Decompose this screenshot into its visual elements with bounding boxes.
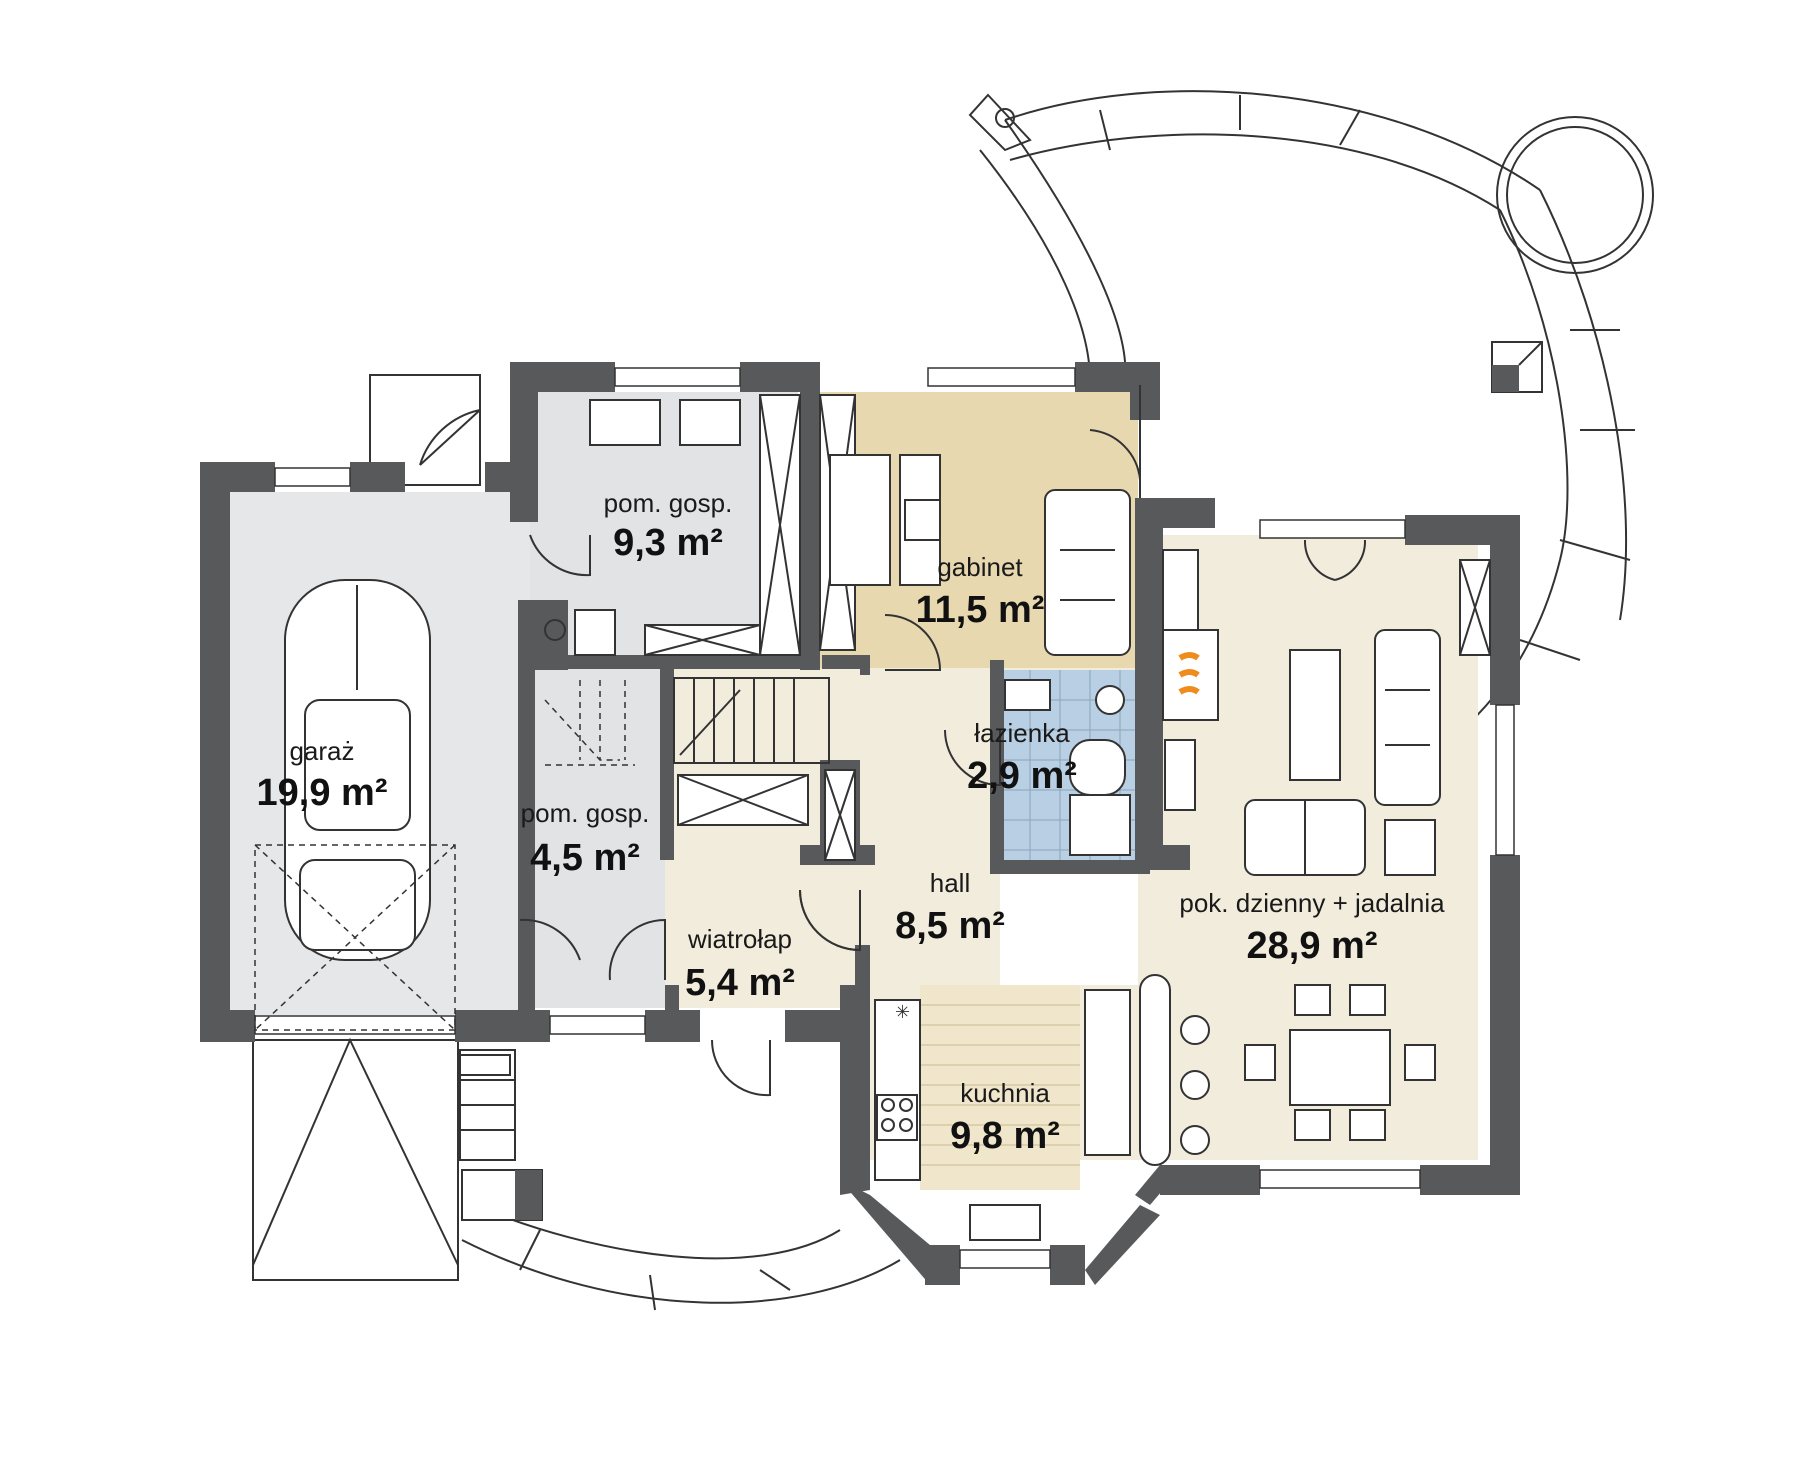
office-label: gabinet (937, 552, 1023, 582)
garage-area: 19,9 m² (257, 772, 388, 814)
living-area: 28,9 m² (1247, 925, 1378, 967)
utility-top-label: pom. gosp. (604, 488, 733, 518)
stairs (544, 677, 830, 766)
garage-left-wall (200, 462, 230, 1042)
desk (829, 454, 891, 586)
hall-label: hall (930, 868, 970, 898)
dining-table (1289, 1029, 1391, 1106)
kitchen-planks (920, 1004, 1080, 1166)
cooktop-icon (876, 1094, 918, 1141)
office-area: 11,5 m² (916, 589, 1045, 631)
kitchen-area: 9,8 m² (950, 1115, 1060, 1157)
bathroom-area: 2,9 m² (967, 755, 1077, 797)
svg-text:✳: ✳ (895, 1002, 910, 1022)
hall-area: 8,5 m² (895, 905, 1005, 947)
washing-machine (574, 609, 616, 656)
sofa-office (1044, 489, 1131, 656)
living-label: pok. dzienny + jadalnia (1179, 888, 1445, 918)
bathroom-label: łazienka (974, 718, 1070, 748)
vestibule-label: wiatrołap (687, 924, 792, 954)
office-chair (904, 499, 941, 541)
vestibule-area: 5,4 m² (685, 962, 795, 1004)
utility-small-area: 4,5 m² (530, 837, 640, 879)
utility-small-label: pom. gosp. (521, 798, 650, 828)
furniture: ✳ (254, 394, 1491, 1241)
doors (419, 409, 1367, 1097)
kitchen-floor (920, 985, 1080, 1190)
room-labels: garaż 19,9 m² pom. gosp. 9,3 m² pom. gos… (257, 488, 1446, 1157)
kitchen-sink-icon (969, 1204, 1041, 1241)
sofa-living (1374, 629, 1441, 806)
sink-icon (589, 399, 661, 446)
terrace-lamp (968, 93, 1032, 152)
car-icon (284, 579, 431, 961)
utility-small-left-wall (518, 600, 535, 1020)
garage-label: garaż (289, 736, 354, 766)
coffee-table (1289, 649, 1341, 781)
wash-basin (1004, 679, 1051, 711)
terrace-outline (252, 90, 1654, 1311)
round-planter (1496, 116, 1654, 274)
shower (1069, 794, 1131, 856)
utility-top-area: 9,3 m² (613, 522, 723, 564)
windows (254, 367, 1515, 1269)
toilet-icon (1069, 739, 1126, 796)
kitchen-label: kuchnia (960, 1078, 1050, 1108)
fireplace-flame-icon (1178, 652, 1200, 661)
